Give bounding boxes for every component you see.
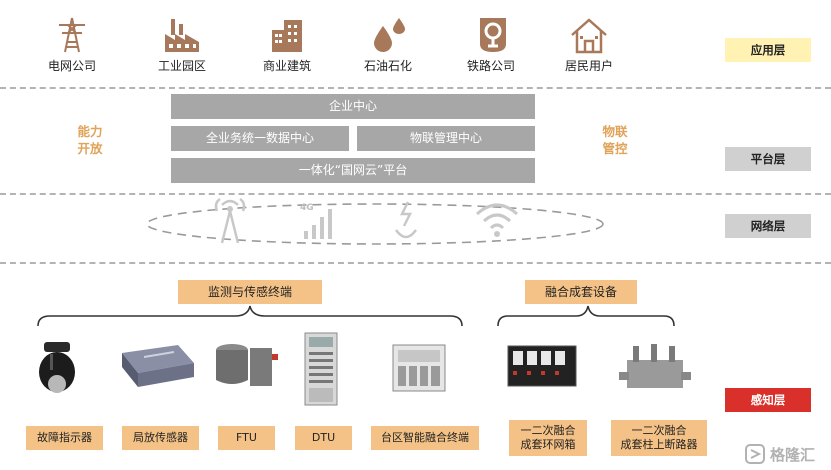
enterprise-center-box: 企业中心 bbox=[171, 94, 535, 119]
divider-2 bbox=[0, 193, 831, 195]
fusion-group-label: 融合成套设备 bbox=[525, 280, 637, 304]
monitoring-brace bbox=[37, 305, 463, 327]
tag-platform-layer: 平台层 bbox=[725, 147, 811, 171]
app-label-commercial: 商业建筑 bbox=[262, 59, 311, 73]
house-icon bbox=[570, 16, 608, 58]
pole-breaker-line2: 成套柱上断路器 bbox=[620, 438, 698, 451]
oil-drop-icon bbox=[371, 16, 409, 58]
device-label-pd-sensor: 局放传感器 bbox=[122, 426, 199, 450]
device-label-fault-indicator: 故障指示器 bbox=[26, 426, 103, 450]
pd-sensor-image bbox=[118, 343, 198, 395]
device-label-fusion-terminal: 台区智能融合终端 bbox=[371, 426, 479, 450]
ring-main-unit-line2: 成套环网箱 bbox=[520, 438, 576, 451]
device-label-ftu: FTU bbox=[218, 426, 275, 450]
factory-icon bbox=[163, 16, 201, 58]
smart-fusion-terminal-image bbox=[392, 344, 446, 396]
tag-network-layer: 网络层 bbox=[725, 214, 811, 238]
divider-1 bbox=[0, 87, 831, 89]
iot-management-center-box: 物联管理中心 bbox=[357, 126, 535, 151]
iot-control-line2: 管控 bbox=[602, 141, 628, 156]
device-label-pole-breaker: 一二次融合 成套柱上断路器 bbox=[611, 420, 707, 456]
watermark: 格隆汇 bbox=[745, 443, 815, 465]
network-ellipse bbox=[146, 203, 604, 245]
device-label-dtu: DTU bbox=[295, 426, 352, 450]
unified-data-center-box: 全业务统一数据中心 bbox=[171, 126, 349, 151]
device-label-ring-main-unit: 一二次融合 成套环网箱 bbox=[509, 420, 587, 456]
pole-breaker-line1: 一二次融合 bbox=[631, 424, 687, 437]
capability-open-line1: 能力 bbox=[77, 124, 103, 139]
tag-perception-layer: 感知层 bbox=[725, 388, 811, 412]
app-label-residential: 居民用户 bbox=[564, 59, 613, 73]
radio-tower-icon bbox=[210, 197, 250, 249]
iot-control-label: 物联 管控 bbox=[595, 123, 635, 157]
iot-control-line1: 物联 bbox=[602, 124, 628, 139]
state-grid-cloud-box: 一体化“国网云”平台 bbox=[171, 158, 535, 183]
watermark-logo-icon bbox=[745, 444, 765, 464]
ring-main-unit-line1: 一二次融合 bbox=[520, 424, 576, 437]
app-label-grid: 电网公司 bbox=[47, 59, 96, 73]
app-label-railway: 铁路公司 bbox=[466, 59, 515, 73]
monitoring-group-label: 监测与传感终端 bbox=[178, 280, 322, 304]
ftu-image bbox=[210, 340, 282, 396]
power-tower-icon bbox=[53, 16, 91, 58]
app-label-industrial: 工业园区 bbox=[157, 59, 206, 73]
fault-indicator-image bbox=[36, 340, 78, 402]
railway-icon bbox=[474, 16, 512, 58]
tag-application-layer: 应用层 bbox=[725, 38, 811, 62]
divider-3 bbox=[0, 262, 831, 264]
wifi-icon bbox=[474, 200, 520, 244]
capability-open-label: 能力 开放 bbox=[70, 123, 110, 157]
app-label-petro: 石油石化 bbox=[363, 59, 412, 73]
fusion-brace bbox=[497, 305, 675, 327]
capability-open-line2: 开放 bbox=[77, 141, 103, 156]
ring-main-unit-image bbox=[507, 345, 577, 391]
dtu-image bbox=[304, 332, 338, 410]
4g-signal-icon: 4G bbox=[300, 203, 336, 245]
pole-breaker-image bbox=[617, 342, 693, 398]
4g-label: 4G bbox=[300, 203, 314, 213]
power-line-carrier-icon bbox=[390, 200, 422, 248]
watermark-text: 格隆汇 bbox=[770, 445, 816, 464]
commercial-building-icon bbox=[269, 16, 307, 58]
